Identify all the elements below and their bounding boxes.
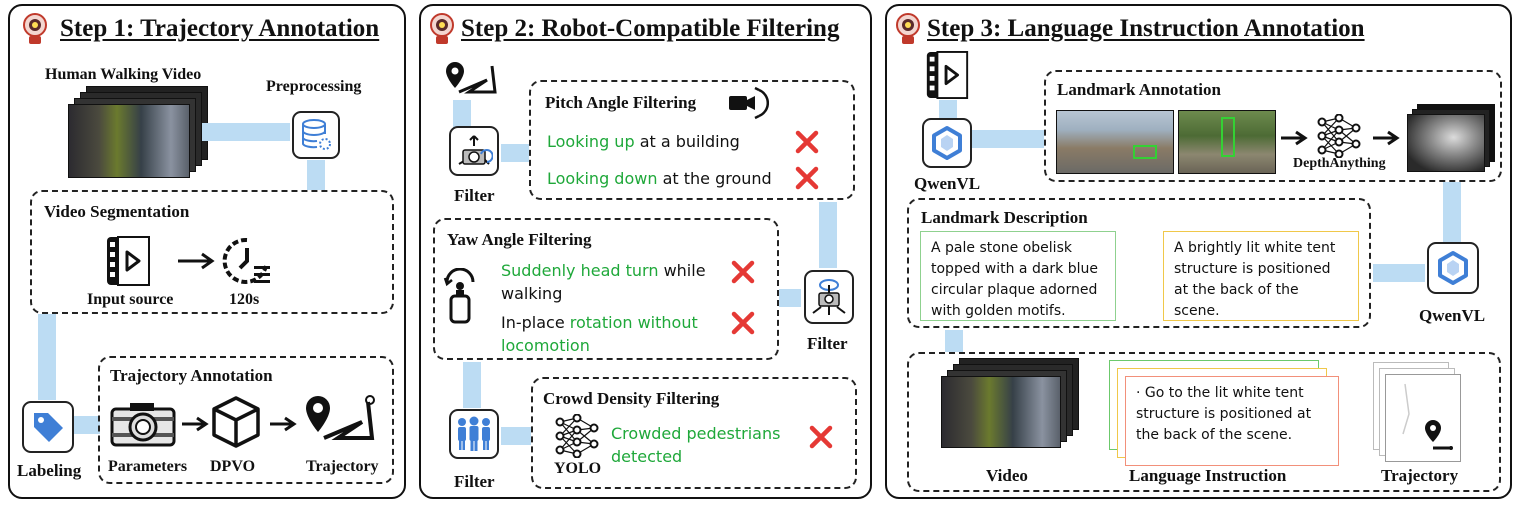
landmark-description-title: Landmark Description [921,208,1088,227]
pipe-desc-to-output [945,330,963,352]
instruction-text: · Go to the lit white tent structure is … [1125,376,1339,466]
head-turn-icon [443,268,475,324]
pipe-yaw-to-crowd [463,362,481,408]
neural-network-icon [1317,114,1361,158]
pipe-filter-to-pitch [501,144,529,162]
qwen-label-2: QwenVL [1419,306,1486,325]
step2-title: Step 2: Robot-Compatible Filtering [461,15,840,42]
database-icon [292,111,340,159]
arrow-right-icon [270,416,297,432]
robot-icon [23,13,47,44]
step3-title: Step 3: Language Instruction Annotation [927,15,1365,42]
pitch-item-1: Looking up at a building [547,132,740,151]
trajectory-annotation-box [98,356,394,484]
video-player-icon [107,236,150,286]
arrow-right-icon [178,252,215,270]
robot-icon [896,13,920,44]
crowd-filtering-box [531,377,857,489]
landmark-annotation-box [1044,70,1502,182]
preprocessing-label: Preprocessing [266,78,362,95]
trajectory-output-label: Trajectory [1381,466,1459,485]
pipe-preprocess-down [307,160,325,190]
labeling-label: Labeling [17,461,82,480]
arrow-right-icon [1373,130,1400,146]
route-pin-icon [306,395,375,440]
pipe-yaw-to-filter2 [779,289,801,307]
filter-label-2: Filter [807,334,848,353]
reject-x-icon [795,130,819,154]
pipe-video-to-qwen [939,100,957,118]
arrow-right-icon [182,416,209,432]
neural-network-icon [555,414,599,458]
qwen-logo-icon-2 [1427,242,1479,294]
output-box [907,352,1501,492]
step3-panel: Step 3: Language Instruction Annotation … [885,4,1512,499]
pipe-crowd-filter [501,427,531,445]
video-label: Video [986,466,1028,485]
camera-pitch-filter-icon [449,126,499,176]
pipe-depth-to-qwen2 [1443,182,1461,242]
reject-x-icon [731,260,755,284]
filter-label-3: Filter [454,472,495,491]
pipe-pitch-to-yaw [819,202,837,268]
trajectory-label: Trajectory [306,458,379,475]
step2-panel: Step 2: Robot-Compatible Filtering Filte… [419,4,872,499]
yaw-filtering-box [433,218,779,360]
street-photo-1 [1056,110,1174,174]
reject-x-icon [795,166,819,190]
route-pin-icon [1425,420,1453,450]
street-photo-2 [1178,110,1276,174]
camera-icon [110,403,176,447]
qwen-label-1: QwenVL [914,174,981,193]
landmark-annotation-title: Landmark Annotation [1057,80,1221,99]
segmentation-title: Video Segmentation [44,202,190,221]
pitch-item-2: Looking down at the ground [547,169,772,188]
pitch-title: Pitch Angle Filtering [545,93,697,112]
step1-panel: Step 1: Trajectory Annotation Human Walk… [8,4,406,499]
cube-icon [212,396,260,448]
language-instruction-label: Language Instruction [1129,466,1287,485]
landmark-desc-1: A pale stone obelisk topped with a dark … [920,231,1116,321]
arrow-right-icon [1281,130,1308,146]
camera-yaw-filter-icon [804,270,854,324]
yaw-item-1: Suddenly head turn while walking [501,261,706,303]
depth-label: DepthAnything [1293,156,1386,171]
crowd-filter-icon [449,409,499,459]
clock-timer-icon [222,237,270,284]
video-player-icon [926,51,969,99]
pipe-labeling-to-traj [74,416,100,434]
reject-x-icon [809,425,833,449]
rotating-camera-icon [729,86,769,120]
trajectory-annotation-title: Trajectory Annotation [110,366,273,385]
parameters-label: Parameters [108,458,188,475]
crowd-result: Crowded pedestrians detected [611,424,781,466]
pipe-desc-to-qwen2 [1373,264,1425,282]
landmark-desc-2: A brightly lit white tent structure is p… [1163,231,1359,321]
pitch-filtering-box [529,80,855,200]
reject-x-icon [731,311,755,335]
human-video-label: Human Walking Video [45,66,202,83]
route-pin-icon [446,62,497,94]
pipe-qwen-to-landmark [972,130,1044,148]
robot-icon [430,13,454,44]
qwen-logo-icon-1 [922,118,972,168]
pipe-video-to-preprocess [202,123,290,141]
segmentation-box [30,190,394,314]
dpvo-label: DPVO [210,458,256,475]
crowd-title: Crowd Density Filtering [543,389,720,408]
filter-label-1: Filter [454,186,495,205]
yolo-label: YOLO [554,460,602,477]
duration-label: 120s [229,291,260,308]
input-source-label: Input source [87,291,174,308]
pipe-seg-to-labeling [38,314,56,400]
tag-icon [22,401,74,453]
step1-title: Step 1: Trajectory Annotation [60,15,380,42]
yaw-item-2: In-place rotation without locomotion [501,313,698,355]
pipe-route-to-filter [453,100,471,128]
yaw-title: Yaw Angle Filtering [447,230,592,249]
landmark-description-box [907,198,1371,328]
